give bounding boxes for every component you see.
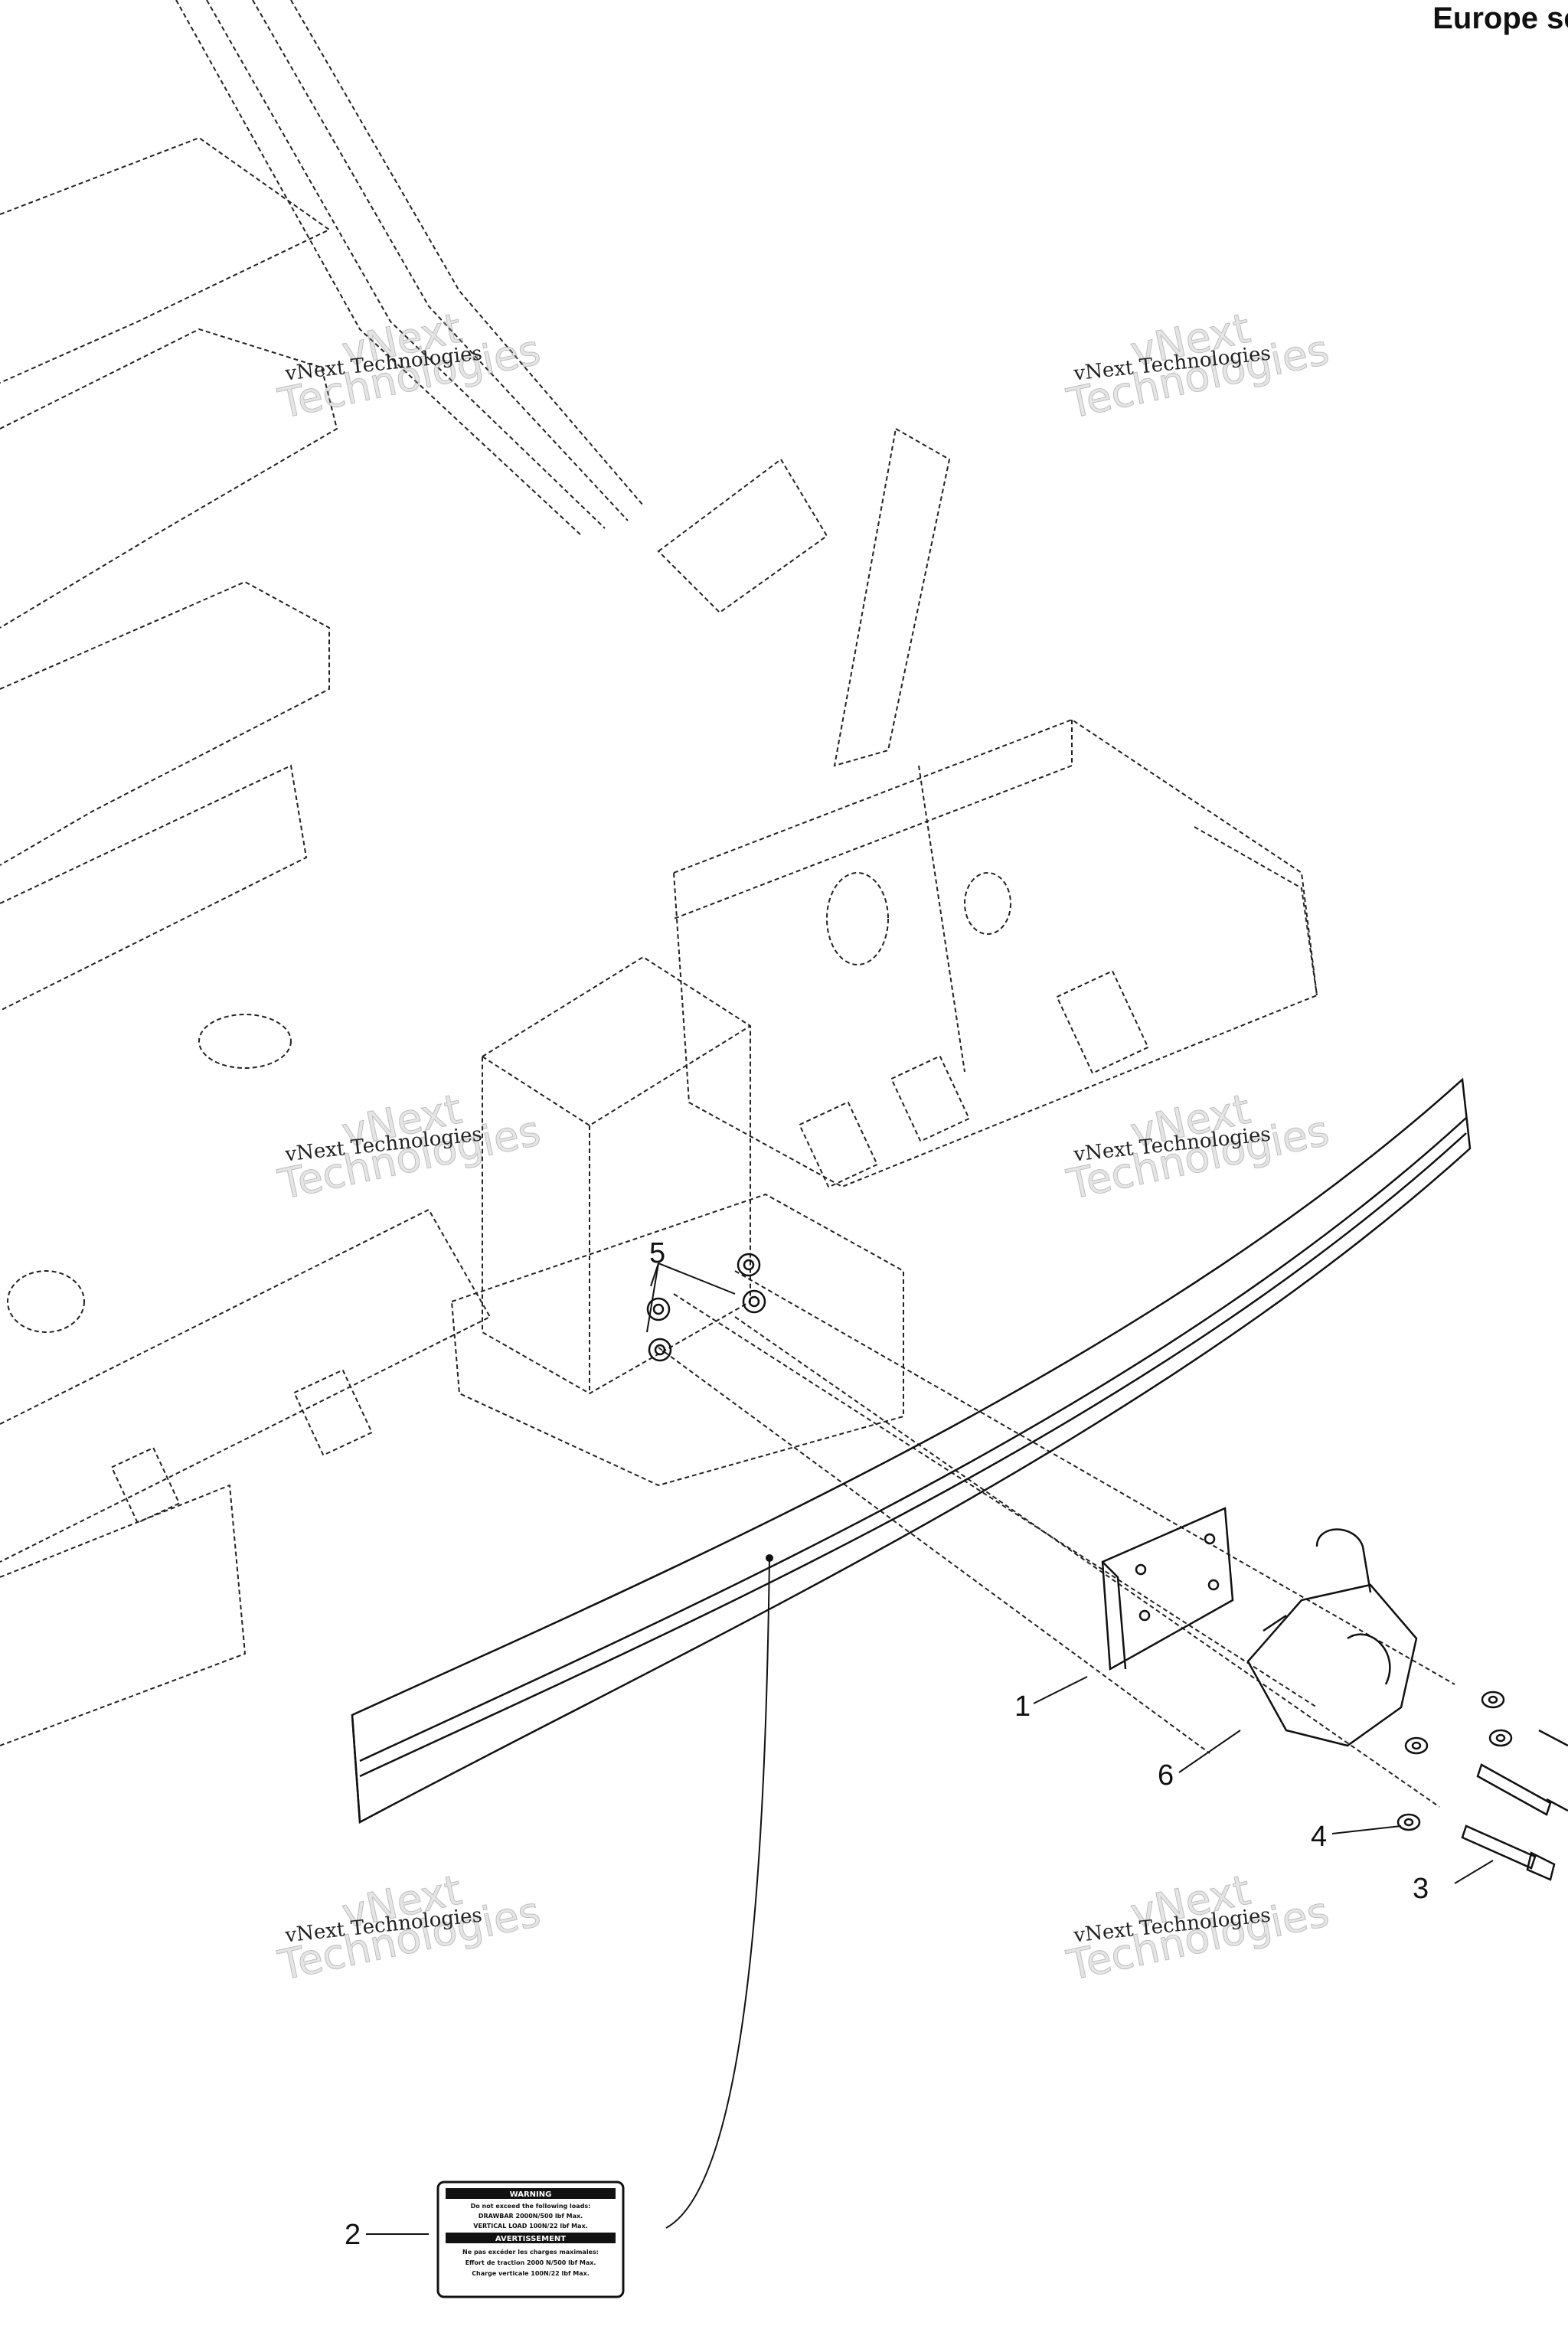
decal-avert-line2: Effort de traction 2000 N/500 lbf Max. <box>466 2259 596 2266</box>
callout-5: 5 <box>649 1237 666 1269</box>
hitch-assembly <box>351 1077 1568 1881</box>
leader-dot <box>766 1554 773 1562</box>
tow-hitch <box>1246 1583 1418 1747</box>
bolt <box>1476 1763 1552 1816</box>
leader-lines <box>366 1263 1494 2235</box>
callout-1: 1 <box>1014 1690 1031 1723</box>
decal-warning-line2: DRAWBAR 2000N/500 lbf Max. <box>479 2213 583 2220</box>
chassis-frame <box>0 0 1455 1808</box>
decal-warning-line1: Do not exceed the following loads: <box>471 2203 591 2210</box>
callout-4: 4 <box>1311 1821 1328 1853</box>
decal-warning-line3: VERTICAL LOAD 100N/22 lbf Max. <box>473 2223 587 2230</box>
callout-6: 6 <box>1158 1759 1174 1792</box>
callout-3: 3 <box>1413 1873 1429 1905</box>
decal-avert-line3: Charge verticale 100N/22 lbf Max. <box>472 2270 590 2277</box>
callout-2: 2 <box>345 2219 361 2251</box>
region-note: Europe seulem <box>1432 2 1568 35</box>
mounting-plate <box>1101 1507 1234 1671</box>
decal-warning-title: WARNING <box>510 2190 552 2199</box>
bolt <box>1461 1824 1537 1870</box>
decal-avert-line1: Ne pas excéder les charges maximales: <box>462 2248 599 2256</box>
bumper-bar <box>351 1077 1472 1824</box>
warning-decal: WARNING Do not exceed the following load… <box>436 2180 625 2298</box>
decal-avert-title: AVERTISSEMENT <box>495 2235 566 2243</box>
